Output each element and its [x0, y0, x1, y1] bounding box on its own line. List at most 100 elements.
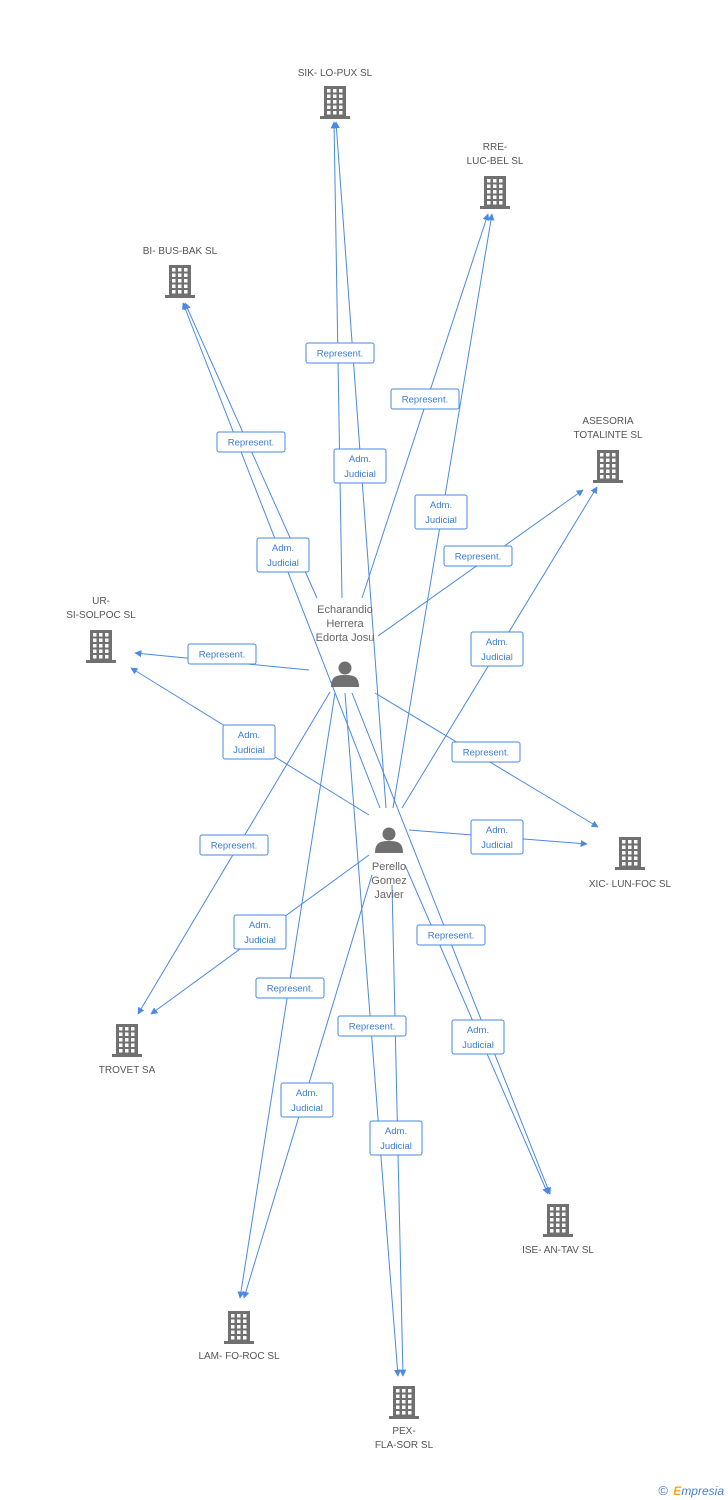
edge-label-per-rre[interactable]: Adm.Judicial	[414, 494, 468, 530]
edge-labels-layer: Represent.Adm.JudicialRepresent.Adm.Judi…	[187, 342, 524, 1156]
edge-label-text: Represent.	[267, 984, 313, 995]
node-label: ASESORIA	[582, 416, 633, 427]
building-icon	[543, 1204, 573, 1237]
edge-label-box	[416, 924, 486, 946]
node-label: ISE- AN-TAV SL	[522, 1245, 594, 1256]
edge-label-box	[256, 537, 310, 573]
edge-label-ech-sik[interactable]: Represent.	[305, 342, 375, 364]
edge-label-text: Represent.	[455, 552, 501, 563]
building-icon	[86, 630, 116, 663]
node-label: RRE-	[483, 142, 507, 153]
building-icon	[389, 1386, 419, 1419]
edge-label-ech-ur[interactable]: Represent.	[187, 643, 257, 665]
edge-label-box	[280, 1082, 334, 1118]
building-icon	[615, 837, 645, 870]
edge-label-ech-xic[interactable]: Represent.	[451, 741, 521, 763]
edge-label-box	[305, 342, 375, 364]
edge-label-ech-ases[interactable]: Represent.	[443, 545, 513, 567]
edge-label-box	[233, 914, 287, 950]
person-icon	[331, 661, 359, 687]
building-icon	[165, 265, 195, 298]
edge-label-box	[443, 545, 513, 567]
edge-label-text: Judicial	[380, 1141, 412, 1152]
edge-label-text: Adm.	[296, 1088, 318, 1099]
edge-label-box	[369, 1120, 423, 1156]
edge-label-per-xic[interactable]: Adm. Judicial	[470, 819, 524, 855]
edge-label-per-ise[interactable]: Represent.	[416, 924, 486, 946]
company-node-lam[interactable]: LAM- FO-ROC SL	[198, 1311, 280, 1362]
edge-label-text: Judicial	[291, 1103, 323, 1114]
edge-label-ech-pex[interactable]: Represent.	[337, 1015, 407, 1037]
company-node-ise[interactable]: ISE- AN-TAV SL	[522, 1204, 594, 1256]
footer-brand: © Empresia	[658, 1483, 724, 1498]
company-node-pex[interactable]: PEX- FLA-SOR SL	[375, 1386, 434, 1451]
company-node-bi[interactable]: BI- BUS-BAK SL	[143, 246, 218, 298]
node-label: TOTALINTE SL	[573, 430, 643, 441]
node-label: UR-	[92, 596, 110, 607]
edge-label-per-sik[interactable]: Adm. Judicial	[333, 448, 387, 484]
edge-label-text: Judicial	[344, 469, 376, 480]
edge-label-text: Represent.	[463, 748, 509, 759]
company-node-rre[interactable]: RRE- LUC-BEL SL	[467, 142, 524, 209]
building-icon	[112, 1024, 142, 1057]
building-icon	[224, 1311, 254, 1344]
edge-label-text: Adm.	[385, 1126, 407, 1137]
node-label: TROVET SA	[99, 1065, 156, 1076]
edge-label-text: Represent.	[199, 650, 245, 661]
edge-label-box	[414, 494, 468, 530]
node-label: Gomez	[371, 875, 406, 887]
company-node-ases[interactable]: ASESORIA TOTALINTE SL	[573, 416, 643, 483]
edge-label-text: Represent.	[228, 438, 274, 449]
edge-label-per-trov[interactable]: Adm.Judicial	[233, 914, 287, 950]
node-label: PEX-	[392, 1426, 415, 1437]
edge-label-box	[451, 741, 521, 763]
edge-label-text: Adm.	[486, 825, 508, 836]
edge-label-text: Represent.	[428, 931, 474, 942]
edge-label-box	[216, 431, 286, 453]
edge-label-ech-lam[interactable]: Represent.	[255, 977, 325, 999]
node-label: LAM- FO-ROC SL	[198, 1351, 280, 1362]
node-label: Echarandio	[317, 604, 373, 616]
edge-label-ech-ise[interactable]: Adm.Judicial	[451, 1019, 505, 1055]
edge-label-text: Represent.	[317, 349, 363, 360]
edge-label-text: Adm.	[349, 454, 371, 465]
node-label: SI-SOLPOC SL	[66, 610, 136, 621]
edge-label-text: Judicial	[267, 558, 299, 569]
edge-label-box	[337, 1015, 407, 1037]
edge-label-per-ases[interactable]: Adm. Judicial	[470, 631, 524, 667]
node-label: BI- BUS-BAK SL	[143, 246, 218, 257]
edge-label-box	[390, 388, 460, 410]
edge-label-text: Adm.	[272, 543, 294, 554]
company-node-sik[interactable]: SIK- LO-PUX SL	[298, 68, 373, 119]
node-label: FLA-SOR SL	[375, 1440, 434, 1451]
edge-label-ech-rre[interactable]: Represent.	[390, 388, 460, 410]
node-label: XIC- LUN-FOC SL	[589, 879, 672, 890]
edge-label-text: Represent.	[402, 395, 448, 406]
node-label: SIK- LO-PUX SL	[298, 68, 373, 79]
edge-label-ech-bi[interactable]: Represent.	[216, 431, 286, 453]
edge-label-per-pex[interactable]: Adm. Judicial	[369, 1120, 423, 1156]
company-node-trov[interactable]: TROVET SA	[99, 1024, 156, 1076]
edge-label-per-ur[interactable]: Adm.Judicial	[222, 724, 276, 760]
edge-label-text: Adm.	[486, 637, 508, 648]
building-icon	[480, 176, 510, 209]
edge-label-text: Judicial	[481, 652, 513, 663]
node-label: LUC-BEL SL	[467, 156, 524, 167]
edge-label-per-bi[interactable]: Adm. Judicial	[256, 537, 310, 573]
edge-label-text: Adm.	[430, 500, 452, 511]
edge-label-text: Judicial	[462, 1040, 494, 1051]
node-label: Javier	[374, 889, 404, 901]
building-icon	[593, 450, 623, 483]
edge-label-ech-trov[interactable]: Represent.	[199, 834, 269, 856]
edge-label-box	[199, 834, 269, 856]
edge-label-text: Judicial	[481, 840, 513, 851]
company-node-xic[interactable]: XIC- LUN-FOC SL	[589, 837, 672, 890]
company-node-ur[interactable]: UR- SI-SOLPOC SL	[66, 596, 136, 663]
edges-layer	[130, 121, 599, 1377]
edge-label-box	[451, 1019, 505, 1055]
edge-label-text: Judicial	[244, 935, 276, 946]
edge-label-per-lam[interactable]: Adm. Judicial	[280, 1082, 334, 1118]
